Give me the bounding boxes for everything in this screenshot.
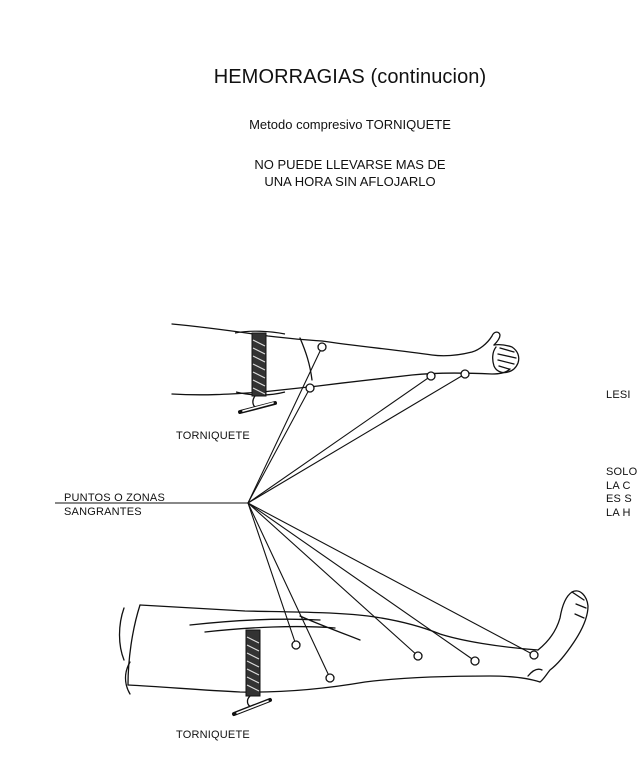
solo-note-line: LA C bbox=[606, 480, 637, 494]
foot bbox=[538, 591, 588, 682]
puntos-label: PUNTOS O ZONAS SANGRANTES bbox=[64, 491, 165, 519]
leg-drawing bbox=[120, 591, 589, 694]
solo-note: SOLO LA C ES S LA H bbox=[606, 466, 637, 520]
bleeding-points bbox=[292, 343, 538, 682]
arm-upper-contour bbox=[172, 324, 500, 356]
bleeding-point bbox=[292, 641, 300, 649]
bleeding-point bbox=[306, 384, 314, 392]
solo-note-line: ES S bbox=[606, 493, 637, 507]
ankle-mark bbox=[528, 669, 542, 676]
leg-upper-contour bbox=[140, 605, 538, 650]
puntos-label-line-2: SANGRANTES bbox=[64, 505, 165, 519]
thigh-left-end bbox=[128, 605, 140, 685]
arm-fist-fingers bbox=[498, 348, 516, 369]
bleeding-point bbox=[471, 657, 479, 665]
puntos-label-line-1: PUNTOS O ZONAS bbox=[64, 491, 165, 505]
tourniquet-arm bbox=[235, 331, 285, 412]
torniquete-leg-label: TORNIQUETE bbox=[176, 729, 250, 741]
bleeding-point bbox=[414, 652, 422, 660]
bleeding-point bbox=[318, 343, 326, 351]
knee-lines bbox=[190, 616, 360, 640]
solo-note-line: LA H bbox=[606, 507, 637, 521]
arm-lower-contour bbox=[172, 369, 510, 395]
lesion-label: LESI bbox=[606, 389, 631, 401]
bleeding-point bbox=[461, 370, 469, 378]
tourniquet-leg bbox=[234, 630, 270, 714]
elbow-crease bbox=[300, 338, 312, 380]
bleeding-point bbox=[427, 372, 435, 380]
bleeding-point bbox=[326, 674, 334, 682]
bleeding-point bbox=[530, 651, 538, 659]
arm-drawing bbox=[172, 324, 519, 395]
solo-note-line: SOLO bbox=[606, 466, 637, 480]
torniquete-arm-label: TORNIQUETE bbox=[176, 430, 250, 442]
